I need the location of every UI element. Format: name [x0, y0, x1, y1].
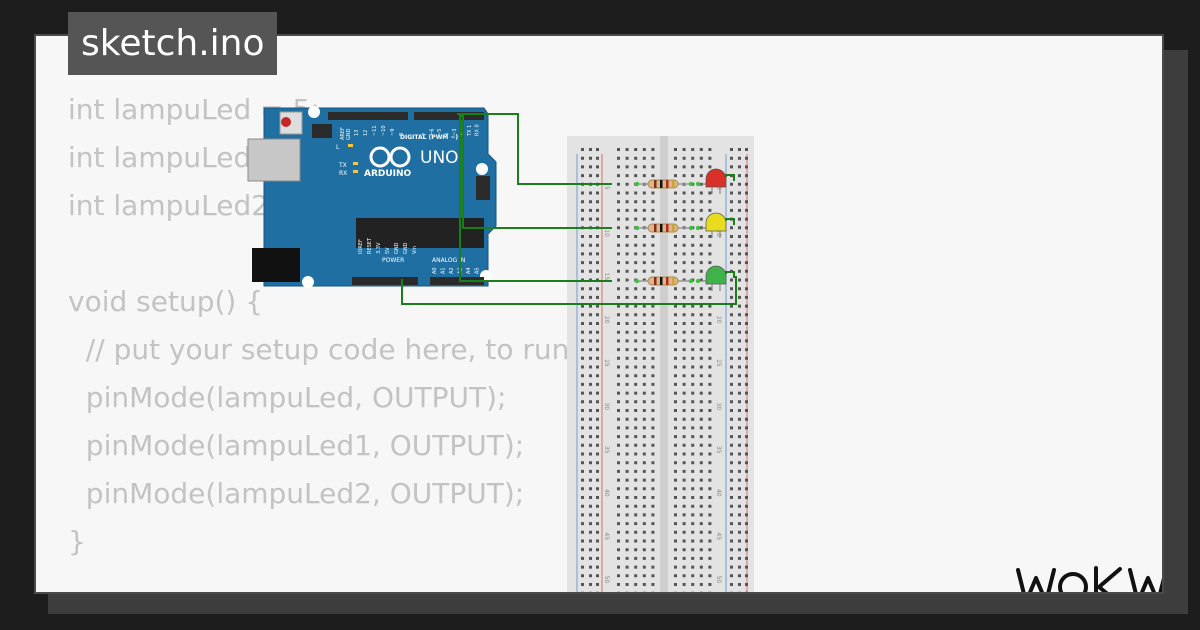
breadboard: 55101015152020252530303535404045455050	[567, 136, 754, 592]
wire	[459, 113, 612, 282]
pin-label: RESET	[367, 237, 373, 254]
breadboard-row-label: 40	[715, 489, 722, 497]
icsp-header	[476, 176, 490, 200]
pin-label: ~9	[390, 129, 396, 136]
led-tx-label: TX	[338, 162, 347, 169]
wire	[457, 113, 612, 185]
analog-label: ANALOG IN	[432, 257, 465, 264]
pin-label: GND	[403, 242, 409, 254]
file-tab[interactable]: sketch.ino	[68, 12, 278, 75]
pin-label: 5V	[385, 247, 391, 254]
breadboard-row-label: 5	[715, 186, 722, 190]
preview-card: int lampuLed = 5;int lampuLed1 = 4;int l…	[34, 34, 1164, 594]
pin-label: 3.3V	[376, 242, 382, 254]
breadboard-row-label: 25	[715, 359, 722, 367]
breadboard-row-label: 45	[603, 532, 610, 540]
mount-hole	[302, 276, 314, 288]
led-rx-label: RX	[339, 170, 347, 177]
pin-label: RX 0	[475, 124, 481, 136]
breadboard-row-label: 20	[715, 316, 722, 324]
board-model: UNO	[420, 148, 459, 168]
led-circuit	[634, 212, 735, 238]
led-circuit	[634, 168, 735, 194]
gnd-wire	[725, 174, 735, 181]
pin-label: ~6	[430, 129, 436, 136]
pin-label: IOREF	[358, 239, 364, 254]
breadboard-row-label: 10	[715, 229, 722, 237]
gnd-wire	[725, 271, 735, 278]
led-l-label: L	[336, 144, 340, 151]
arduino-logo-text: ARDUINO	[364, 169, 412, 179]
pin-label: 4	[445, 133, 451, 136]
pin-label: 8	[399, 133, 405, 136]
usb-port	[247, 138, 301, 182]
breadboard-row-label: 30	[603, 403, 610, 411]
pin-label: A4	[466, 267, 472, 274]
code-line: }	[68, 525, 86, 558]
power-header	[352, 277, 418, 285]
pin-label: A1	[441, 267, 447, 274]
led-circuit	[634, 265, 735, 291]
mount-hole	[476, 163, 488, 175]
code-line: pinMode(lampuLed2, OUTPUT);	[68, 477, 525, 510]
breadboard-row-label: 40	[603, 489, 610, 497]
arduino-uno: ARDUINO UNO DIGITAL (PWM ~) POWER ANALOG IN L…	[247, 106, 497, 288]
breadboard-row-label: 35	[603, 446, 610, 454]
pin-label: TX 1	[467, 125, 473, 137]
wire	[401, 276, 737, 305]
breadboard-row-label: 5	[603, 186, 610, 190]
led	[705, 168, 727, 194]
pin-label: 12	[363, 130, 369, 136]
pin-label: A2	[449, 267, 455, 274]
infinity-icon	[369, 146, 391, 168]
pin-label: ~5	[437, 129, 443, 136]
breadboard-row-label: 15	[603, 273, 610, 281]
wokwi-logo	[1016, 566, 1162, 592]
pin-label: ~3	[452, 129, 458, 136]
breadboard-row-label: 50	[603, 576, 610, 584]
pin-label: A5	[475, 267, 481, 274]
pin-label: GND	[394, 242, 400, 254]
digital-label: DIGITAL (PWM ~)	[400, 134, 458, 141]
code-line: pinMode(lampuLed, OUTPUT);	[68, 381, 507, 414]
pin-label: GND	[346, 128, 352, 140]
pin-label: 13	[354, 130, 360, 136]
power-jack	[252, 248, 300, 282]
code-line: void setup() {	[68, 285, 264, 318]
pin-label: A0	[432, 267, 438, 274]
mount-hole	[308, 106, 320, 118]
pin-label: AREF	[340, 127, 346, 140]
digital-header-left	[328, 112, 408, 120]
breadboard-row-label: 10	[603, 229, 610, 237]
pin-label: 7	[422, 133, 428, 136]
breadboard-row-label: 30	[715, 403, 722, 411]
breadboard-row-label: 35	[715, 446, 722, 454]
pin-label: ~11	[372, 125, 378, 136]
pin-label: ~10	[381, 125, 387, 136]
led	[705, 212, 727, 238]
breadboard-row-label: 50	[715, 576, 722, 584]
led	[705, 265, 727, 291]
digital-header-right	[414, 112, 484, 120]
code-line: pinMode(lampuLed1, OUTPUT);	[68, 429, 525, 462]
breadboard-row-label: 20	[603, 316, 610, 324]
power-label: POWER	[382, 257, 404, 264]
pin-label: Vin	[412, 246, 418, 254]
breadboard-row-label: 25	[603, 359, 610, 367]
circuit-diagram: 55101015152020252530303535404045455050AR…	[247, 106, 754, 592]
gnd-wire	[725, 218, 735, 225]
breadboard-row-label: 45	[715, 532, 722, 540]
analog-header	[430, 277, 484, 285]
